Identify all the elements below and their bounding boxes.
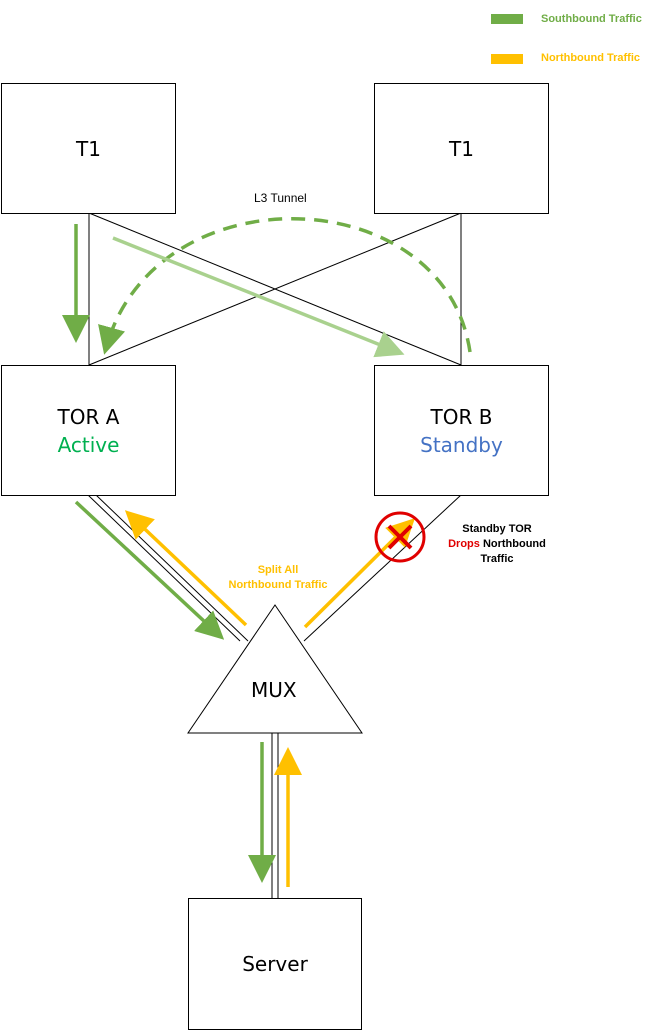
- standby-annotation-line2: Drops Northbound: [440, 537, 554, 552]
- northbound-arrow-mux-torb: [303, 518, 415, 629]
- wire-t1right-tora: [88, 212, 462, 366]
- split-annotation-line1: Split All: [257, 564, 299, 576]
- tor-b-label: TOR B: [430, 404, 493, 429]
- northbound-legend-swatch: [491, 54, 523, 64]
- t1-left-node: T1: [1, 83, 176, 214]
- split-annotation-line2: Northbound Traffic: [228, 579, 328, 591]
- l3-tunnel-arrow: [98, 217, 472, 355]
- split-traffic-annotation: Split All Northbound Traffic: [222, 563, 334, 593]
- t1-left-label: T1: [76, 136, 101, 161]
- server-label: Server: [242, 952, 308, 976]
- wire-tora-mux-1: [87, 494, 241, 642]
- southbound-legend-label: Southbound Traffic: [541, 13, 642, 25]
- tor-a-node: TOR A Active: [1, 365, 176, 496]
- southbound-legend-swatch: [491, 14, 523, 24]
- drops-word: Drops: [448, 538, 480, 550]
- tor-a-label: TOR A: [57, 404, 120, 429]
- mux-triangle: [187, 604, 363, 734]
- l3-tunnel-label: L3 Tunnel: [252, 191, 309, 205]
- standby-annotation-line1: Standby TOR: [462, 523, 532, 535]
- northbound-legend-label: Northbound Traffic: [541, 52, 640, 64]
- tor-a-state: Active: [57, 432, 120, 457]
- wire-torb-mux: [303, 494, 462, 642]
- northbound-arrow-mux-tora: [124, 510, 248, 627]
- connection-wires: [87, 212, 462, 898]
- x-circle-icon: [374, 511, 426, 563]
- tor-b-node: TOR B Standby: [374, 365, 549, 496]
- standby-annotation-line3: Traffic: [480, 553, 514, 565]
- t1-right-node: T1: [374, 83, 549, 214]
- northbound-word: Northbound: [479, 538, 546, 550]
- standby-drop-annotation: Standby TOR Drops Northbound Traffic: [440, 522, 554, 567]
- southbound-arrow-t1-torb: [112, 236, 405, 358]
- mux-label: MUX: [251, 678, 297, 702]
- server-node: Server: [188, 898, 362, 1030]
- t1-right-label: T1: [449, 136, 474, 161]
- southbound-arrow-tora-mux: [74, 500, 225, 640]
- tor-b-state: Standby: [420, 432, 503, 457]
